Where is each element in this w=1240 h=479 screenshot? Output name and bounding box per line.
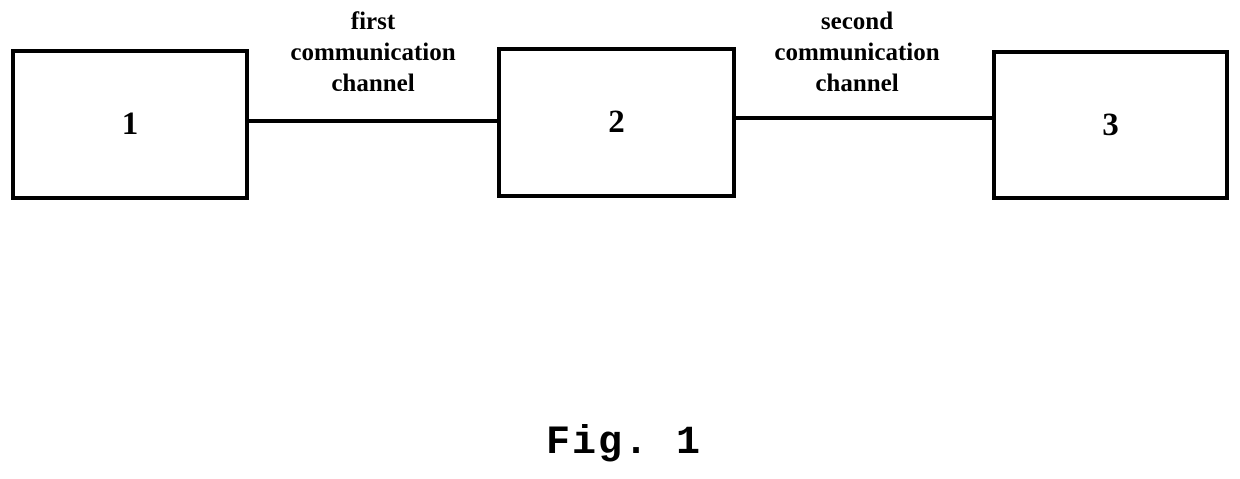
connector-line-second-channel	[734, 116, 994, 120]
figure-caption: Fig. 1	[545, 421, 703, 466]
node-label-1: 1	[121, 106, 139, 142]
connector-line-first-channel	[247, 119, 499, 123]
node-box-2: 2	[497, 47, 736, 198]
node-label-2: 2	[608, 104, 625, 140]
second-channel-label: second communication channel	[774, 8, 940, 97]
first-channel-label: first communication channel	[290, 8, 456, 97]
node-box-3: 3	[992, 50, 1229, 200]
node-box-1: 1	[11, 49, 249, 200]
node-label-3: 3	[1102, 106, 1119, 143]
